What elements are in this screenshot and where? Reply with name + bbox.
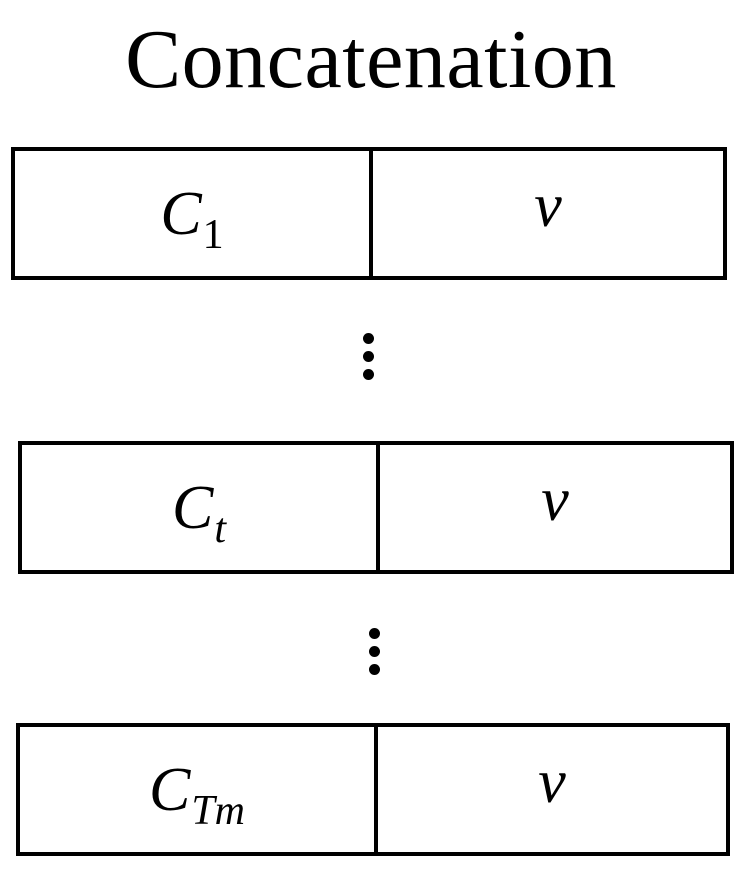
diagram-title: Concatenation	[125, 13, 617, 106]
row-1-subscript: 1	[202, 211, 224, 258]
row-3-right-cell: v	[378, 727, 726, 852]
ellipsis-2-dot-3	[369, 664, 380, 675]
row-2-v-symbol: v	[541, 465, 569, 534]
row-1-left-cell: C1	[15, 151, 373, 276]
ellipsis-1-dot-2	[363, 351, 374, 362]
row-2-c-symbol: Ct	[171, 473, 226, 550]
row-1-v-symbol: v	[534, 171, 562, 240]
row-2-c-letter: C	[171, 473, 214, 542]
vertical-ellipsis-1	[363, 333, 375, 381]
row-2-subscript: t	[214, 505, 227, 552]
row-3-left-cell: CTm	[20, 727, 378, 852]
ellipsis-2-dot-1	[369, 628, 380, 639]
row-2-left-cell: Ct	[22, 445, 380, 570]
row-1-right-cell: v	[373, 151, 723, 276]
vector-row-3: CTm v	[16, 723, 730, 856]
row-1-c-symbol: C1	[160, 179, 223, 256]
vertical-ellipsis-2	[369, 628, 381, 676]
row-2-right-cell: v	[380, 445, 730, 570]
ellipsis-2-dot-2	[369, 646, 380, 657]
vector-row-1: C1 v	[11, 147, 727, 280]
row-3-c-letter: C	[148, 755, 191, 824]
row-3-subscript: Tm	[191, 787, 246, 834]
row-3-v-symbol: v	[538, 747, 566, 816]
row-1-c-letter: C	[160, 179, 202, 248]
ellipsis-1-dot-1	[363, 333, 374, 344]
ellipsis-1-dot-3	[363, 369, 374, 380]
row-3-c-symbol: CTm	[148, 755, 245, 832]
vector-row-2: Ct v	[18, 441, 734, 574]
